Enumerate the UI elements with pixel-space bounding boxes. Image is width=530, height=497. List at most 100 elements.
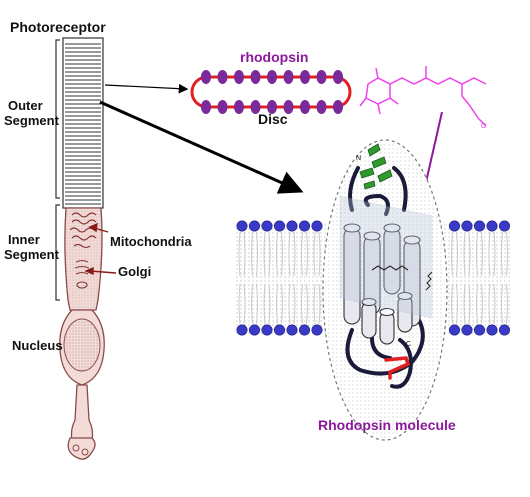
lipid-tail [313,231,321,277]
lipid-tail [238,283,246,325]
lipid-head [249,220,261,232]
organelle-pointers [84,222,117,276]
lipid-head [498,324,510,336]
lipid-head [261,220,273,232]
lipid-tail [451,283,458,325]
rhodopsin-molecule: N C [322,139,448,441]
rhodopsin-dot [201,100,211,114]
lipid-tail [263,231,271,277]
nucleus-label: Nucleus [12,338,63,353]
rhodopsin-dot [201,70,211,84]
inner-segment-label-line1: Inner [8,232,40,247]
outer-segment [62,37,104,209]
lipid-tail [288,231,296,277]
lipid-head [298,220,310,232]
lipid-tail [476,283,483,325]
disc-illustration [190,70,352,114]
lipid-tail [288,283,296,325]
inner-segment [64,207,103,311]
lipid-head [286,324,298,336]
nucleus-structure [59,309,105,386]
rhodopsin-molecule-label: Rhodopsin molecule [318,417,456,433]
rhodopsin-label: rhodopsin [240,49,308,65]
rhodopsin-dot [333,100,343,114]
lipid-head [486,324,498,336]
lipid-tail [476,231,483,277]
rhodopsin-dot [267,100,277,114]
photoreceptor-cell [55,37,105,460]
lipid-head [448,324,460,336]
n-terminal-sheets [359,143,393,190]
lipid-tail [238,231,246,277]
rhodopsin-dot [234,100,244,114]
lipid-tail [276,283,283,325]
lipid-head [249,324,261,336]
segment-brackets [55,39,60,301]
rhodopsin-dot [250,70,261,84]
lipid-head [286,220,298,232]
rhodopsin-dots [201,70,343,114]
lipid-tail [313,283,321,325]
transmembrane-helices [343,223,421,345]
lipid-tail [251,283,258,325]
c-terminal-helix [384,356,411,380]
lipid-tail [301,231,308,277]
rhodopsin-dot [316,100,327,114]
rhodopsin-dot [234,70,244,84]
lipid-tail [501,231,508,277]
rhodopsin-dot [300,70,310,84]
rhodopsin-dot [316,70,327,84]
disc-arrow [104,83,189,94]
lipid-tail [451,231,458,277]
lipid-tail [251,231,258,277]
lipid-tail [488,283,496,325]
mitochondria-structures [69,212,97,249]
rhodopsin-dot [267,70,277,84]
retinal-oxygen-label: O [481,123,487,130]
axon-terminal [67,384,96,460]
lipid-tail [463,283,471,325]
rhodopsin-dot [217,100,228,114]
rhodopsin-dot [300,100,310,114]
golgi-label: Golgi [118,264,151,279]
lipid-head [261,324,273,336]
rhodopsin-dot [333,70,343,84]
outer-segment-label-line2: Segment [4,113,60,128]
lipid-tail [501,283,508,325]
lipid-tail [276,231,283,277]
lipid-head [273,324,285,336]
lipid-head [236,220,248,232]
lipid-tail [488,231,496,277]
disc-label: Disc [258,111,288,127]
lipid-head [298,324,310,336]
palmitoyl-chain [425,271,433,291]
lipid-head [461,220,473,232]
lipid-tail [263,283,271,325]
inner-segment-label-line2: Segment [4,247,60,262]
lipid-head [486,220,498,232]
retinal-structure [359,66,487,127]
lipid-tail [463,231,471,277]
lipid-head [473,220,485,232]
molecule-arrow [99,100,304,194]
lipid-head [311,324,323,336]
lipid-head [461,324,473,336]
lipid-head [236,324,248,336]
photoreceptor-label: Photoreceptor [10,19,106,35]
mitochondria-label: Mitochondria [110,234,192,249]
retinal-plane [339,195,433,319]
golgi-structure [74,259,90,289]
outer-segment-label-line1: Outer [8,98,43,113]
lipid-head [473,324,485,336]
c-terminus-label: C [406,341,411,348]
n-terminus-label: N [356,155,361,162]
lipid-head [273,220,285,232]
rhodopsin-dot [283,100,294,114]
protein-loops [345,166,425,389]
bound-retinal [371,265,409,271]
lipid-head [498,220,510,232]
lipid-head [311,220,323,232]
rhodopsin-dot [217,70,228,84]
